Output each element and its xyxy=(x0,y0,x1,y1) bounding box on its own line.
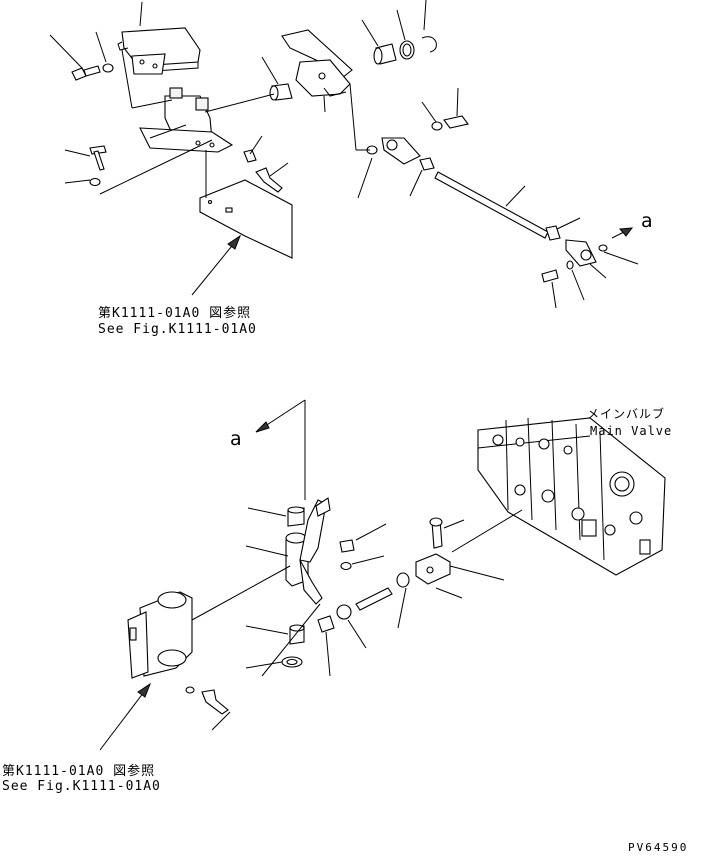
floor-plate xyxy=(199,179,293,259)
connector-letter-upper: a xyxy=(641,210,653,232)
drawing-code: PV64590 xyxy=(628,841,689,854)
leader-lines-lower xyxy=(99,399,523,751)
leader-lines-upper xyxy=(49,0,639,309)
connector-letter-lower: a xyxy=(230,428,242,450)
main-valve-body xyxy=(477,417,666,576)
main-valve-label-jp: メインバルブ xyxy=(587,407,666,421)
main-valve-label-en: Main Valve xyxy=(590,424,673,438)
lower-bracket xyxy=(127,591,229,715)
reference-lower-en: See Fig.K1111-01A0 xyxy=(2,779,161,794)
pedal-right xyxy=(281,29,353,97)
reference-upper-en: See Fig.K1111-01A0 xyxy=(98,322,257,337)
reference-lower-jp: 第K1111-01A0 図参照 xyxy=(2,764,156,779)
pedal-bracket xyxy=(139,87,234,153)
lever-arm xyxy=(285,497,331,605)
pedal-left xyxy=(117,27,201,75)
rod-linkage xyxy=(381,137,597,267)
bushing-set xyxy=(269,36,437,101)
small-fasteners-upper xyxy=(71,63,608,283)
bushings-lower xyxy=(281,506,305,668)
reference-upper-jp: 第K1111-01A0 図参照 xyxy=(98,306,252,321)
valve-linkage xyxy=(317,517,451,633)
